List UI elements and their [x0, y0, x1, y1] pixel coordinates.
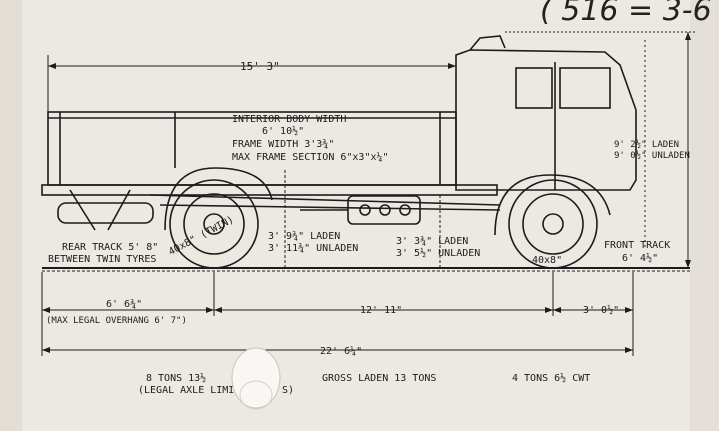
rear-axle-note-tail: S): [282, 385, 294, 396]
rear-wheel: [169, 179, 259, 269]
truck-outline: [41, 35, 637, 236]
wheelbase: 12' 11": [360, 305, 402, 316]
paper-edge: [0, 0, 22, 431]
cab-window-front: [559, 67, 611, 109]
height-laden: 9' 2½" LADEN: [614, 139, 679, 150]
front-tyre-size: 40x8": [532, 255, 562, 266]
punch-hole: [231, 347, 281, 410]
paper-edge-right: [690, 0, 719, 431]
rear-axle-weight: 8 TONS 13½: [146, 372, 206, 384]
rear-frame-unladen: 3' 11¾" UNLADEN: [268, 242, 358, 254]
rear-overhang-note: (MAX LEGAL OVERHANG 6' 7"): [46, 316, 187, 326]
gross-laden-weight: GROSS LADEN 13 TONS: [322, 373, 436, 384]
interior-body-width-value: 6' 10½": [262, 125, 304, 137]
overall-body-length: 15' 3": [240, 60, 280, 73]
height-unladen: 9' 0½" UNLADEN: [614, 150, 690, 161]
rear-toolbox: [57, 202, 154, 224]
front-mudguard: [494, 174, 611, 236]
front-track-value: 6' 4½": [622, 252, 658, 264]
cab-window-rear: [515, 67, 553, 109]
header-note: ( 516 = 3-6: [540, 0, 712, 28]
rear-overhang: 6' 6¾": [106, 298, 142, 310]
mid-frame-laden: 3' 3¾" LADEN: [396, 235, 468, 247]
rear-mudguard: [164, 167, 273, 231]
cab: [455, 49, 637, 191]
arrowheads: [42, 32, 691, 353]
front-overhang: 3' 0½": [583, 304, 619, 316]
interior-body-width-label: INTERIOR BODY WIDTH: [232, 114, 346, 125]
max-frame-section: MAX FRAME SECTION 6"x3"x¼": [232, 151, 389, 163]
rear-track-note: BETWEEN TWIN TYRES: [48, 254, 156, 265]
front-wheel: [508, 179, 598, 269]
dimension-lines: [41, 31, 695, 356]
mid-frame-unladen: 3' 5½" UNLADEN: [396, 247, 480, 259]
rear-frame-laden: 3' 9¾" LADEN: [268, 230, 340, 242]
rear-track: REAR TRACK 5' 8": [62, 242, 158, 253]
front-track-label: FRONT TRACK: [604, 240, 670, 251]
front-axle-weight: 4 TONS 6½ CWT: [512, 372, 590, 384]
rear-axle-note: (LEGAL AXLE LIMI: [138, 385, 234, 396]
ground-line: [42, 267, 690, 272]
overall-length: 22' 6¼": [320, 345, 362, 357]
frame-width: FRAME WIDTH 3'3¾": [232, 138, 334, 150]
